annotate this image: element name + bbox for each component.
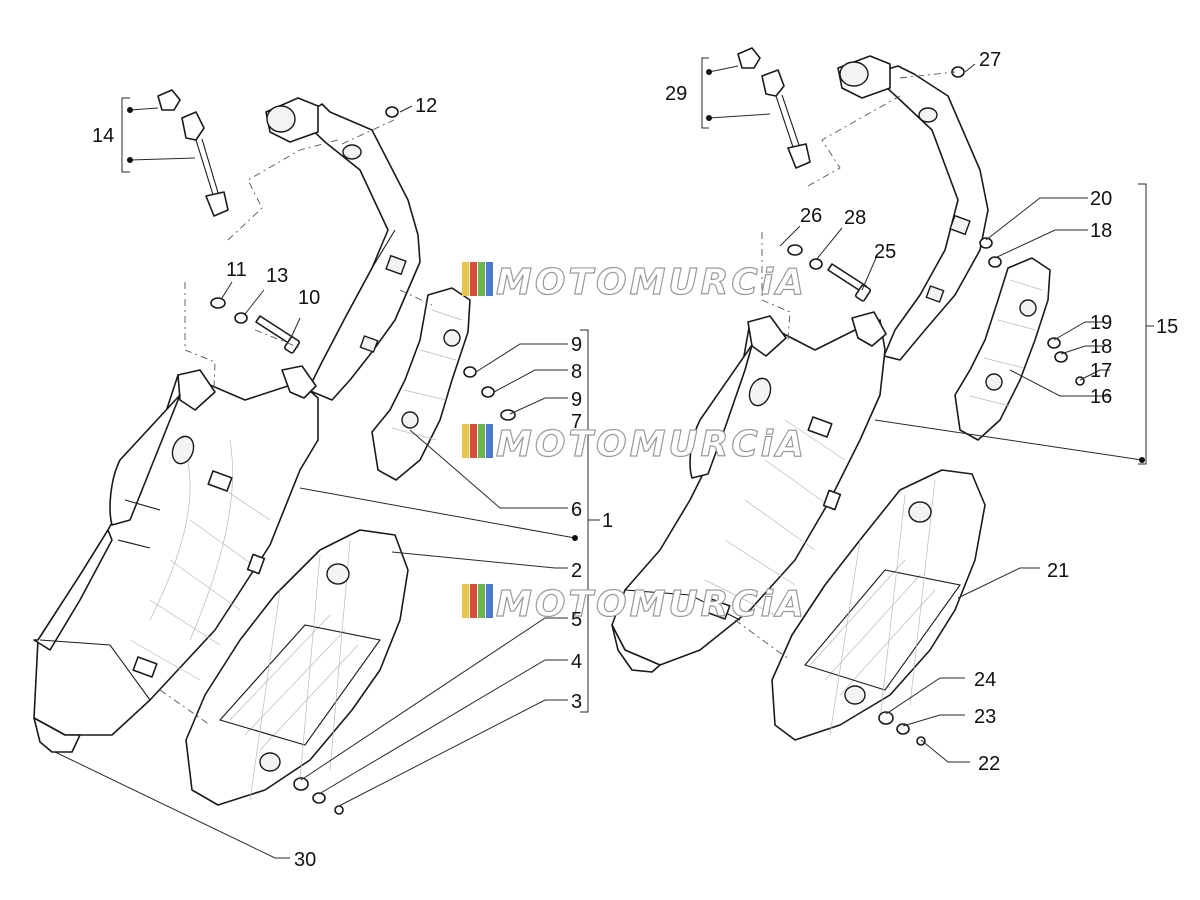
left-lower-heat-shield	[185, 529, 409, 806]
callout-2: 2	[571, 560, 582, 582]
callout-10: 10	[298, 287, 320, 309]
left-mounting-hardware	[210, 106, 399, 354]
left-shield-hardware	[293, 366, 516, 815]
left-muffler	[33, 365, 319, 753]
watermark-text: MOTOMURCiA	[496, 584, 807, 625]
assembly-dash-lines	[159, 71, 956, 726]
right-exhaust-pipe	[871, 65, 989, 361]
callout-22: 22	[978, 753, 1000, 775]
callout-20: 20	[1090, 188, 1112, 210]
callout-3: 3	[571, 691, 582, 713]
callout-17: 17	[1090, 360, 1112, 382]
callout-16: 16	[1090, 386, 1112, 408]
watermark-stripe-3	[478, 262, 485, 296]
watermark-logo-2: MOTOMURCiA	[462, 423, 807, 466]
callout-25: 25	[874, 241, 896, 263]
callout-18-top: 18	[1090, 220, 1112, 242]
watermark-stripe-3	[478, 584, 485, 618]
watermark-stripe-4	[486, 262, 493, 296]
callout-27: 27	[979, 49, 1001, 71]
callout-6: 6	[571, 499, 582, 521]
callout-21: 21	[1047, 560, 1069, 582]
watermark-stripe-3	[478, 424, 485, 458]
watermark-text: MOTOMURCiA	[496, 262, 807, 303]
right-lower-heat-shield	[771, 469, 986, 741]
callout-15: 15	[1156, 316, 1178, 338]
watermark-stripe-1	[462, 584, 469, 618]
watermark-stripe-2	[470, 424, 477, 458]
callout-18-bottom: 18	[1090, 336, 1112, 358]
watermark-logo-3: MOTOMURCiA	[462, 583, 807, 626]
callout-13: 13	[266, 265, 288, 287]
right-exhaust-assembly	[611, 47, 1085, 746]
watermark-stripe-1	[462, 424, 469, 458]
watermark-stripe-2	[470, 262, 477, 296]
left-upper-heat-shield	[371, 287, 471, 481]
right-exhaust-flange	[837, 55, 891, 99]
callout-7: 7	[571, 411, 582, 433]
right-muffler	[611, 311, 887, 673]
right-oxygen-sensor	[737, 47, 811, 169]
right-upper-heat-shield	[954, 257, 1051, 441]
left-exhaust-assembly	[33, 89, 516, 815]
left-exhaust-pipe	[299, 103, 421, 401]
leader-lines	[54, 57, 1154, 859]
callout-9-bottom: 9	[571, 389, 582, 411]
callout-30: 30	[294, 849, 316, 871]
right-mounting-hardware	[787, 66, 965, 302]
callout-19: 19	[1090, 312, 1112, 334]
callout-12: 12	[415, 95, 437, 117]
right-shield-hardware	[878, 237, 1085, 746]
watermark-stripe-1	[462, 262, 469, 296]
callout-11: 11	[226, 259, 247, 281]
callout-14: 14	[92, 125, 114, 147]
callout-24: 24	[974, 669, 996, 691]
callout-26: 26	[800, 205, 822, 227]
watermark-stripe-2	[470, 584, 477, 618]
callout-29: 29	[665, 83, 687, 105]
callout-1: 1	[602, 510, 613, 532]
watermark-logo-1: MOTOMURCiA	[462, 261, 807, 304]
callout-8: 8	[571, 361, 582, 383]
watermark-stripe-4	[486, 424, 493, 458]
watermark-stripe-4	[486, 584, 493, 618]
callout-5: 5	[571, 609, 582, 631]
callout-labels: 14 12 11 13 10 9 8 9 7 6 1 2 5 4 3 30 29…	[92, 49, 1178, 871]
callout-28: 28	[844, 207, 866, 229]
callout-4: 4	[571, 651, 582, 673]
callout-23: 23	[974, 706, 996, 728]
watermark-text: MOTOMURCiA	[496, 424, 807, 465]
left-oxygen-sensor	[157, 89, 229, 217]
left-exhaust-flange	[265, 97, 319, 143]
callout-9-top: 9	[571, 334, 582, 356]
